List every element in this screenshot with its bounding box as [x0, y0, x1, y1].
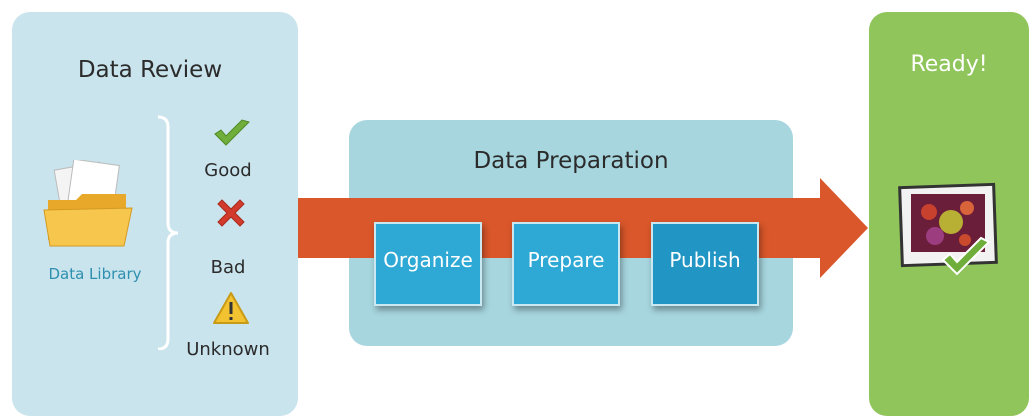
status-bad-label: Bad	[210, 257, 246, 278]
data-library-label: Data Library	[48, 265, 142, 283]
step-organize: Organize	[374, 222, 482, 306]
status-unknown-label: Unknown	[186, 339, 270, 360]
data-review-title: Data Review	[77, 57, 223, 83]
check-icon	[214, 119, 250, 146]
ready-title: Ready!	[910, 52, 988, 77]
x-icon	[217, 199, 245, 227]
step-publish: Publish	[651, 222, 759, 306]
bracket	[157, 115, 179, 350]
ready-panel: Ready!	[869, 12, 1029, 416]
dataset-ready-icon	[898, 182, 998, 276]
folder-icon	[43, 160, 133, 247]
status-good-label: Good	[204, 160, 252, 181]
warning-icon	[213, 292, 249, 324]
step-prepare: Prepare	[512, 222, 620, 306]
data-preparation-title: Data Preparation	[473, 148, 669, 174]
